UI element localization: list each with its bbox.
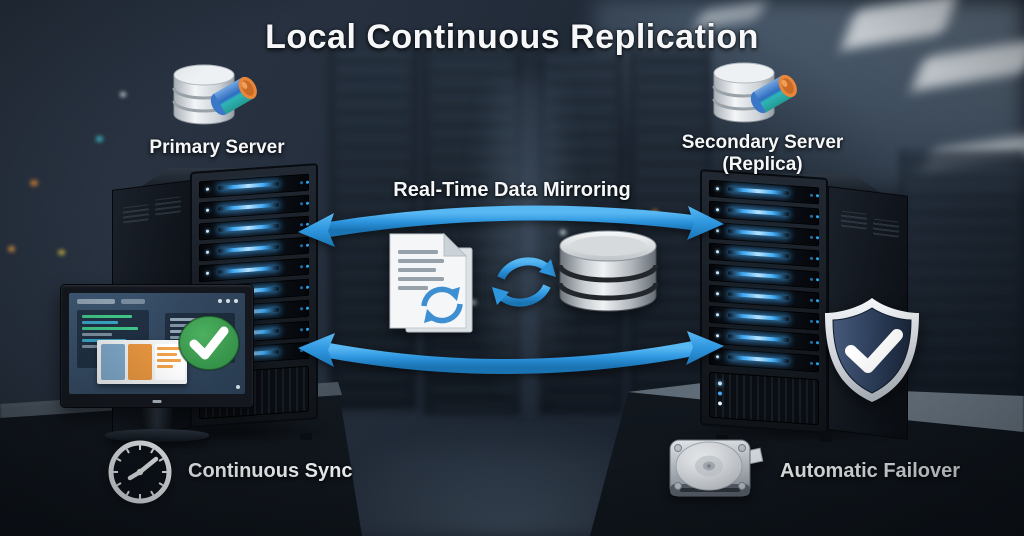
storage-cylinder-icon — [552, 226, 664, 318]
rack-led — [30, 180, 38, 186]
monitor-check-icon — [60, 284, 254, 442]
rack-led — [58, 250, 65, 255]
rack-led — [96, 136, 103, 142]
database-icon — [168, 64, 268, 134]
drive-bay — [709, 263, 819, 289]
vent-grill — [873, 218, 899, 238]
vent-grill — [155, 196, 181, 216]
vent-grill — [841, 210, 867, 230]
screen-titlebar — [121, 299, 145, 304]
shield-check-icon — [813, 294, 931, 406]
automatic-failover-label: Automatic Failover — [780, 460, 961, 482]
rack-led — [8, 246, 15, 252]
secondary-server-label-line2: (Replica) — [722, 154, 803, 176]
window-dots — [234, 299, 238, 303]
clock-icon — [106, 438, 174, 506]
monitor-logo — [152, 400, 162, 403]
drive-bay — [199, 173, 309, 199]
drive-bay — [199, 236, 309, 262]
screen-titlebar — [77, 299, 115, 304]
page-title: Local Continuous Replication — [265, 18, 759, 56]
drive-bay — [199, 257, 309, 283]
rack-led — [120, 92, 126, 97]
mirroring-arrow-bottom — [296, 326, 726, 388]
monitor-screen — [69, 293, 245, 394]
drive-bay — [199, 215, 309, 241]
tower-foot — [300, 433, 312, 440]
screen-dot — [236, 385, 240, 389]
cycle-arrows-icon — [489, 252, 557, 314]
documents-sync-icon — [382, 232, 484, 336]
secondary-server-label: Secondary Server (Replica) — [655, 132, 870, 177]
primary-server-label: Primary Server — [149, 137, 285, 158]
vent-grill — [123, 204, 149, 224]
continuous-sync-label: Continuous Sync — [188, 460, 353, 482]
green-check-icon — [176, 313, 242, 373]
mirroring-label: Real-Time Data Mirroring — [393, 179, 631, 201]
photo-card — [97, 340, 187, 384]
tower-foot — [820, 435, 832, 442]
drive-bay — [709, 284, 819, 310]
drive-bay — [199, 194, 309, 220]
secondary-server-label-line1: Secondary Server — [681, 132, 844, 153]
database-icon — [708, 62, 808, 132]
harddrive-failover-icon — [664, 428, 774, 512]
